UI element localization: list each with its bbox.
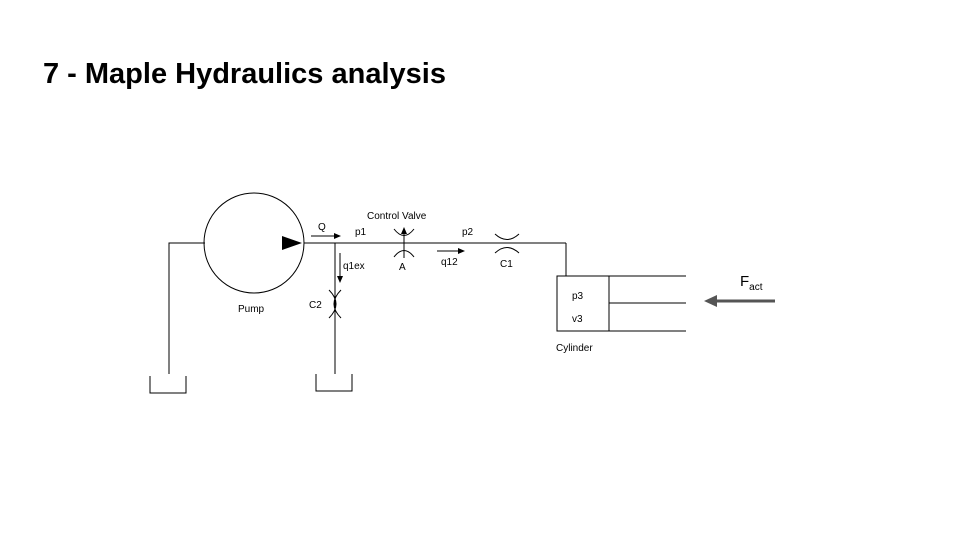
p1-label: p1 (355, 227, 367, 238)
c2-restrictor-icon (328, 289, 342, 319)
valve-area-label: A (399, 262, 406, 273)
force-subscript: act (749, 282, 763, 293)
force-symbol: F (740, 273, 749, 290)
force-arrowhead (704, 295, 717, 307)
cylinder-label: Cylinder (556, 343, 593, 354)
q1ex-label: q1ex (343, 261, 365, 272)
c1-label: C1 (500, 259, 513, 270)
c2-label: C2 (309, 300, 322, 311)
q1ex-arrowhead (337, 276, 343, 283)
force-label: Fact (740, 273, 763, 293)
slide-title: 7 - Maple Hydraulics analysis (43, 58, 446, 90)
right-tank-icon (315, 374, 353, 392)
p3-label: p3 (572, 291, 584, 302)
cylinder-body (556, 275, 610, 332)
flow-q-label: Q (318, 222, 326, 233)
flow-q-arrowhead (334, 233, 341, 239)
p2-label: p2 (462, 227, 474, 238)
q12-label: q12 (441, 257, 458, 268)
v3-label: v3 (572, 314, 583, 325)
control-valve-adjust-arrowhead (401, 227, 407, 234)
pump-suction-line (168, 242, 205, 374)
control-valve-label: Control Valve (367, 211, 427, 222)
pump-direction-icon (282, 236, 302, 250)
c1-restrictor-icon (494, 233, 520, 254)
left-tank-icon (149, 376, 187, 394)
pump-label: Pump (238, 304, 265, 315)
q12-arrowhead (458, 248, 465, 254)
